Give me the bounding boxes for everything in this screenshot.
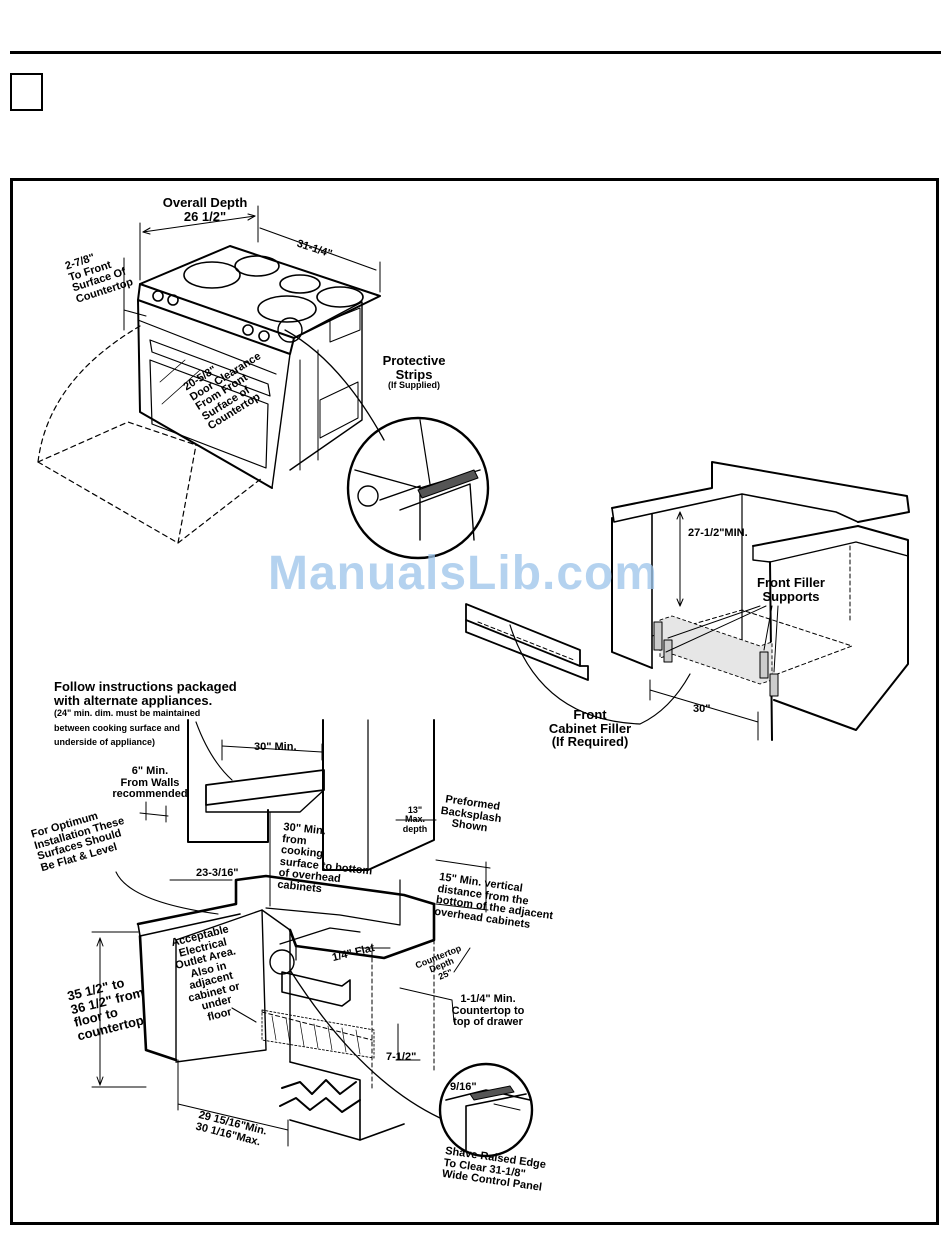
cooking-surface-label: 30" Min. from cooking surface to bottom … [276,821,373,896]
cabinet-illustration [465,461,910,741]
walls-label: 6" Min. From Walls recommended [112,765,188,801]
step-number-box [10,73,43,111]
figure-frame [10,178,939,1225]
edge-dim-label: 9/16" [450,1081,477,1093]
follow-instructions-label: Follow instructions packaged with altern… [54,679,237,748]
cabinet-width-label: 30" [693,703,711,715]
side-dim-label: 23-3/16" [196,867,239,879]
header-rule [10,51,941,54]
range-illustration [37,205,490,560]
watermark: ManualsLib.com [268,547,659,600]
protective-strips-label: Protective Strips (If Supplied) [382,353,446,391]
max-depth-label: 13" Max. depth [402,805,428,834]
filler-supports-label: Front Filler Supports [757,575,825,604]
min-height-label: 27-1/2"MIN. [688,527,748,539]
drawer-clearance-label: 1-1/4" Min. Countertop to top of drawer [451,993,525,1029]
overall-depth-label: Overall Depth 26 1/2" [162,195,248,224]
cabinet-filler-label: Front Cabinet Filler (If Required) [548,707,632,750]
drawer-height-label: 7-1/2" [386,1051,417,1063]
min-30-label: 30" Min. [254,741,297,753]
install-illustration [91,719,534,1158]
